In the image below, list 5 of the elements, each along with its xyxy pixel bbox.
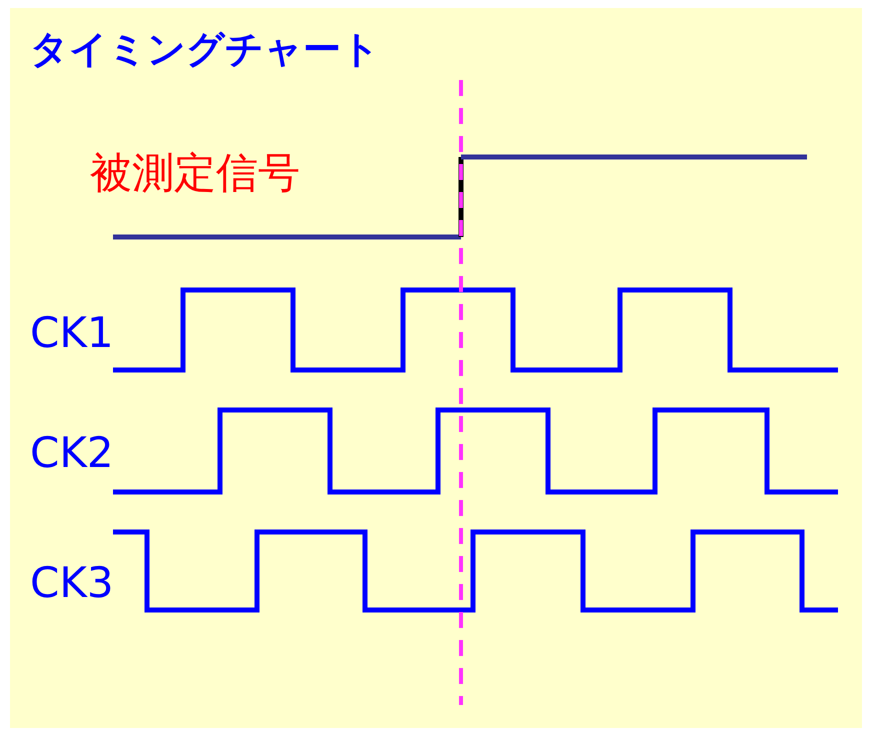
clock-label: CK3 [30,562,114,604]
chart-title: タイミングチャート [30,30,380,68]
clock-label: CK2 [30,432,114,474]
signal-label: 被測定信号 [90,152,300,194]
clock-label: CK1 [30,312,114,354]
